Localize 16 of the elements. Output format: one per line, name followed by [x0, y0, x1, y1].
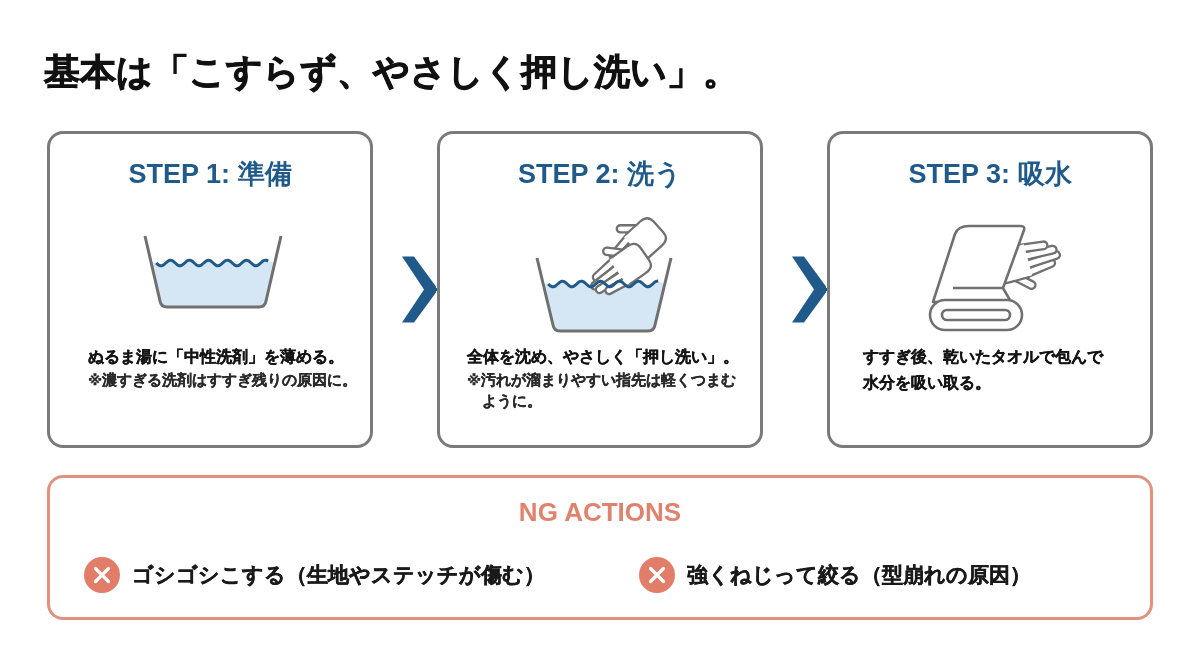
step-instruction: すすぎ後、乾いたタオルで包んで水分を吸い取る。	[863, 346, 1105, 395]
warning-panel	[47, 475, 1153, 620]
page-title: 基本は「こすらず、やさしく押し洗い」。	[44, 50, 739, 94]
step-heading: STEP 3: 吸水	[908, 158, 1072, 191]
step-card	[437, 131, 763, 448]
step-heading: STEP 1: 準備	[128, 158, 292, 191]
step-note: ※汚れが溜まりやすい指先は軽くつまむように。	[467, 371, 738, 412]
step-instruction: 全体を沈め、やさしく「押し洗い」。	[467, 346, 740, 368]
step-note: ※濃すぎる洗剤はすすぎ残りの原因に。	[88, 371, 359, 391]
prohibited-action: ゴシゴシこする（生地やステッチが傷む）	[132, 562, 545, 589]
step-heading: STEP 2: 洗う	[518, 158, 682, 191]
warning-heading: NG ACTIONS	[518, 497, 682, 529]
step-card	[827, 131, 1153, 448]
prohibited-action: 強くねじって絞る（型崩れの原因）	[687, 562, 1031, 589]
step-card	[47, 131, 373, 448]
step-instruction: ぬるま湯に「中性洗剤」を薄める。	[88, 346, 345, 368]
